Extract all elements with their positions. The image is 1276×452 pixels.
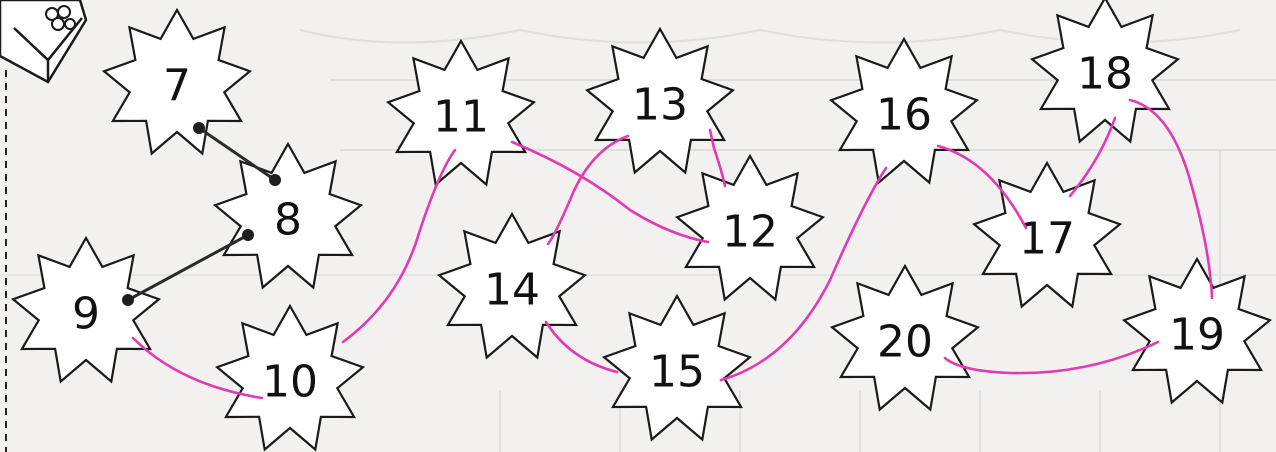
marker-line-14-15 [546,322,617,372]
star-number: 17 [1019,214,1075,265]
star-18: 18 [1032,0,1178,142]
pencil-line-7-8 [199,128,275,180]
pencil-line-8-9 [128,235,248,300]
dot-7 [193,122,205,134]
star-number: 20 [877,317,933,368]
star-7: 7 [104,10,250,154]
marker-line-13-14 [548,136,628,244]
star-number: 16 [876,90,932,141]
star-8: 8 [215,144,361,288]
star-number: 7 [163,61,191,112]
marker-line-19-20 [945,342,1158,373]
star-number: 15 [649,347,705,398]
star-15: 15 [604,296,750,440]
dot-8-top [269,174,281,186]
star-20: 20 [832,266,978,410]
star-number: 12 [722,207,778,258]
star-number: 14 [484,265,540,316]
dot-9 [122,294,134,306]
star-11: 11 [388,41,534,185]
star-number: 19 [1169,310,1225,361]
star-number: 9 [72,289,100,340]
star-number: 13 [632,80,688,131]
star-16: 16 [831,39,977,183]
star-number: 10 [262,357,318,408]
star-number: 8 [274,195,302,246]
star-number: 11 [433,92,489,143]
star-14: 14 [439,214,585,358]
star-19: 19 [1124,259,1270,403]
star-number: 18 [1077,49,1133,100]
star-9: 9 [13,238,159,382]
dot-8-bottom [242,229,254,241]
box-illustration [0,0,86,82]
star-12: 12 [677,156,823,300]
star-10: 10 [217,306,363,450]
marker-line-10-11 [343,150,455,342]
